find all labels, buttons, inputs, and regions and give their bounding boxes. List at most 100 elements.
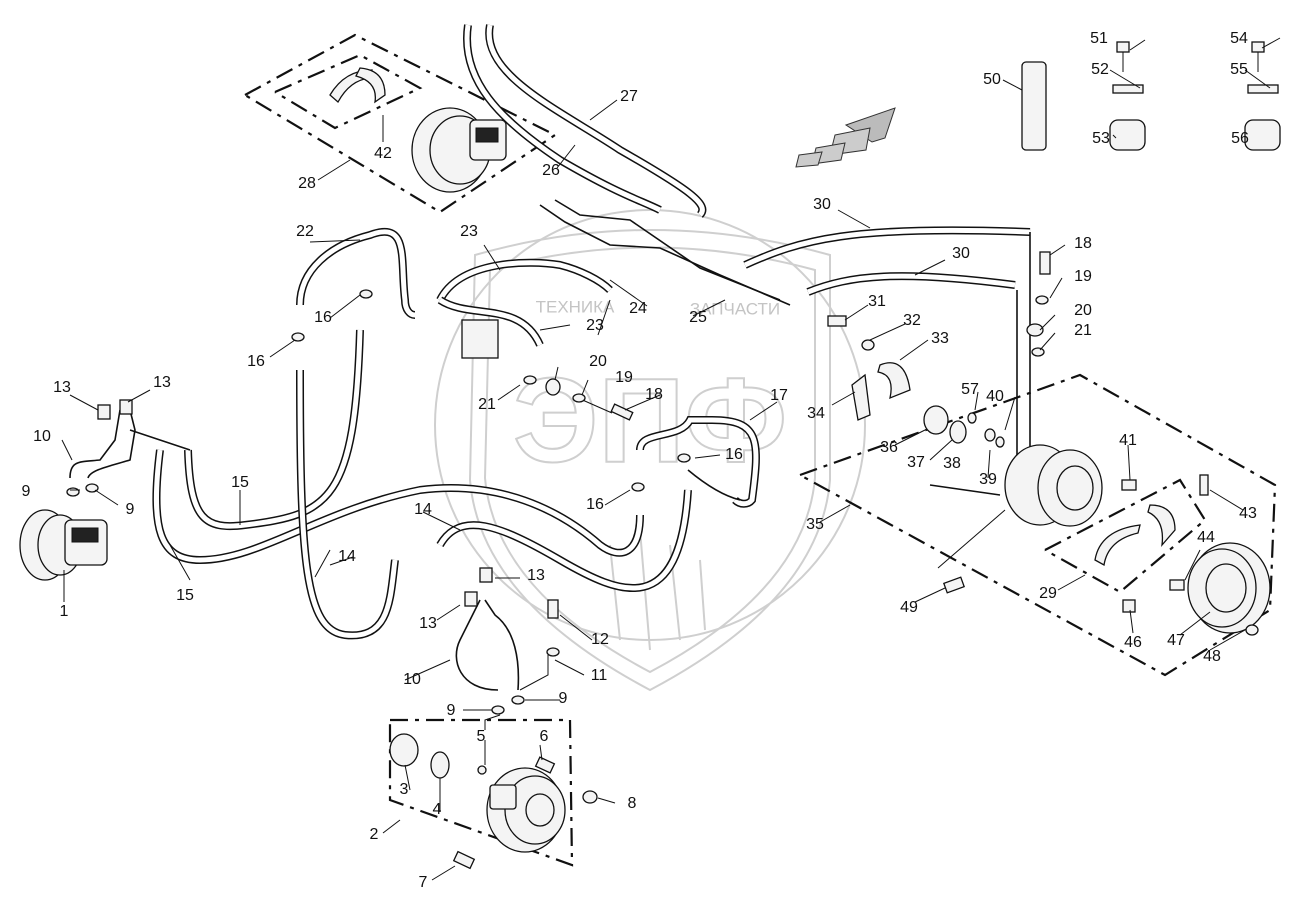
label-54: 54 — [1230, 30, 1248, 47]
label-44: 44 — [1197, 529, 1215, 546]
bolt-18 — [610, 403, 634, 421]
hoses — [69, 24, 1031, 691]
label-21a: 21 — [478, 396, 496, 413]
label-53: 53 — [1092, 130, 1110, 147]
label-15b: 15 — [176, 587, 194, 604]
part-41 — [1121, 479, 1137, 491]
oring-4 — [430, 751, 450, 779]
label-9d: 9 — [559, 690, 568, 707]
brake-shoe-29b — [1147, 504, 1176, 548]
label-29: 29 — [1039, 585, 1057, 602]
nut-8 — [582, 790, 598, 804]
label-49: 49 — [900, 599, 918, 616]
label-18b: 18 — [1074, 235, 1092, 252]
fitting-13c — [479, 567, 493, 583]
label-3: 3 — [400, 781, 409, 798]
label-4: 4 — [433, 801, 442, 818]
tube-10-left — [69, 409, 121, 479]
label-35: 35 — [806, 516, 824, 533]
bracket-33 — [877, 362, 911, 400]
group-28-outline — [244, 33, 558, 214]
label-14a: 14 — [414, 501, 432, 518]
label-15a: 15 — [231, 474, 249, 491]
label-20a: 20 — [589, 353, 607, 370]
plate-55 — [1247, 84, 1279, 94]
oring-37 — [949, 420, 967, 444]
watermark-right-text: ЗАПЧАСТИ — [690, 299, 780, 318]
washer-19 — [1035, 295, 1049, 305]
label-47: 47 — [1167, 632, 1185, 649]
tube-25 — [554, 199, 781, 301]
label-23a: 23 — [460, 223, 478, 240]
bracket-34 — [851, 373, 871, 421]
stud-38 — [929, 484, 1001, 496]
label-50: 50 — [983, 71, 1001, 88]
washer-39 — [984, 428, 996, 442]
label-9c: 9 — [447, 702, 456, 719]
motor-2 — [486, 767, 566, 853]
washer-16a — [291, 332, 305, 342]
tube-24 — [539, 204, 791, 306]
label-46: 46 — [1124, 634, 1142, 651]
group-35-outline — [799, 373, 1277, 677]
label-51: 51 — [1090, 30, 1108, 47]
label-31: 31 — [868, 293, 886, 310]
label-21b: 21 — [1074, 322, 1092, 339]
label-18a: 18 — [645, 386, 663, 403]
bolt-12 — [547, 599, 559, 619]
fitting-13b — [119, 399, 133, 415]
label-7: 7 — [419, 874, 428, 891]
hose-27 — [485, 24, 707, 218]
motor-28 — [411, 107, 507, 193]
label-37: 37 — [907, 454, 925, 471]
watermark-left-text: ТЕХНИКА — [536, 297, 615, 316]
label-30a: 30 — [813, 196, 831, 213]
bolt-7 — [452, 850, 476, 870]
label-13a: 13 — [53, 379, 71, 396]
label-10b: 10 — [403, 671, 421, 688]
label-38: 38 — [943, 455, 961, 472]
label-33: 33 — [931, 330, 949, 347]
label-13b: 13 — [153, 374, 171, 391]
flange-20b — [1026, 323, 1044, 337]
group-2-outline — [388, 718, 574, 867]
nut-48 — [1245, 624, 1259, 636]
label-23b: 23 — [586, 317, 604, 334]
label-17: 17 — [770, 387, 788, 404]
label-13d: 13 — [419, 615, 437, 632]
washer-9d — [511, 695, 525, 705]
oring-57 — [967, 412, 977, 424]
tube-10-bottom — [455, 599, 499, 691]
label-16b: 16 — [247, 353, 265, 370]
label-41: 41 — [1119, 432, 1137, 449]
motor-1 — [19, 509, 108, 581]
group-outlines — [244, 33, 1277, 867]
spring-43 — [1199, 474, 1209, 496]
leader-lines — [61, 37, 1281, 881]
label-6: 6 — [540, 728, 549, 745]
bolt-31 — [827, 315, 847, 327]
label-2: 2 — [370, 826, 379, 843]
label-42: 42 — [374, 145, 392, 162]
label-12: 12 — [591, 631, 609, 648]
label-11: 11 — [591, 667, 608, 684]
fitting-13d — [464, 591, 478, 607]
motor-35 — [1004, 444, 1103, 527]
label-1: 1 — [60, 603, 69, 620]
bolt-51 — [1116, 41, 1130, 53]
washer-16c — [631, 482, 645, 492]
label-16a: 16 — [314, 309, 332, 326]
part-40 — [995, 436, 1005, 448]
group-42-outline — [274, 53, 423, 130]
washer-11 — [546, 647, 560, 657]
label-9a: 9 — [22, 483, 31, 500]
part-5 — [477, 765, 487, 775]
label-32: 32 — [903, 312, 921, 329]
washer-9c — [491, 705, 505, 715]
label-25: 25 — [689, 309, 707, 326]
label-5: 5 — [477, 728, 486, 745]
label-10a: 10 — [33, 428, 51, 445]
parts — [19, 41, 1281, 870]
label-24: 24 — [629, 300, 647, 317]
